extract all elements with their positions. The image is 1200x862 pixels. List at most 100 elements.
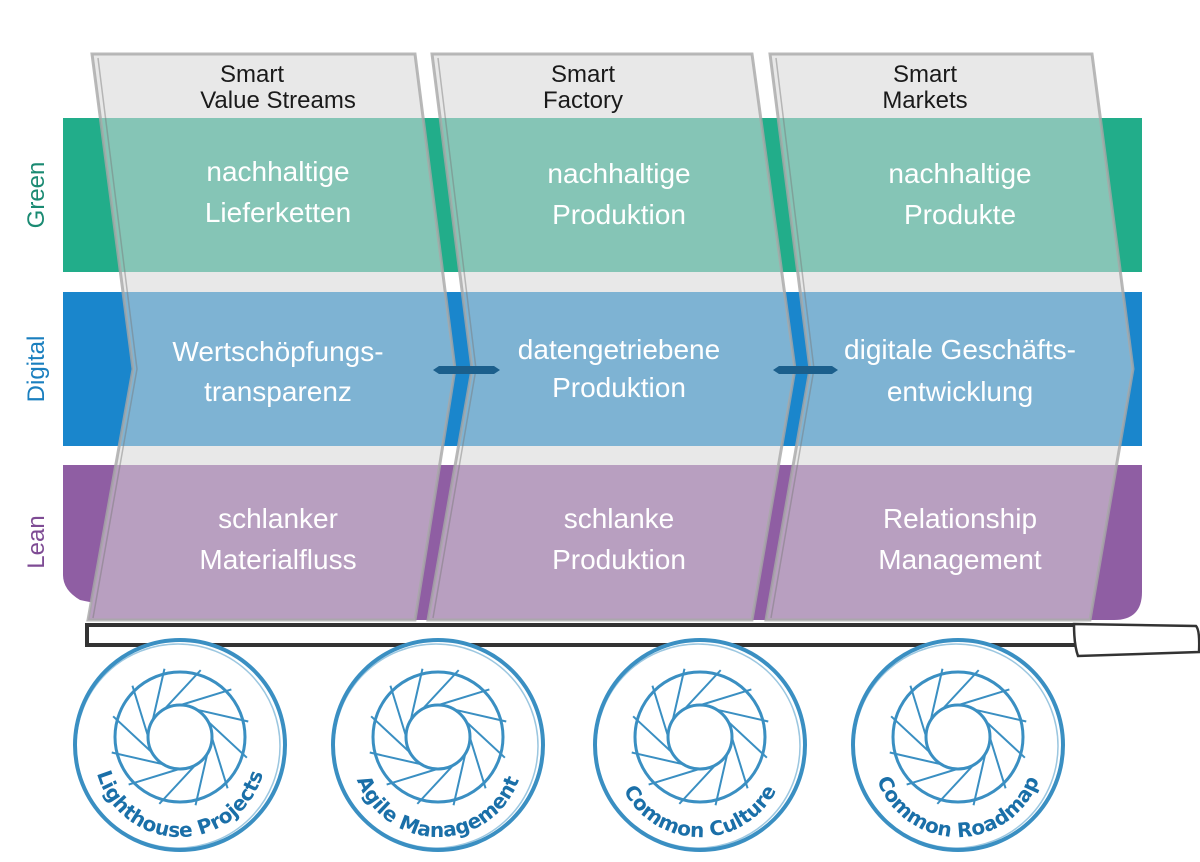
- wheel-1: Lighthouse Projects: [73, 638, 287, 852]
- wheel-spoke: [369, 751, 422, 766]
- wheel-spoke: [370, 715, 411, 754]
- cell-green-1: nachhaltige: [206, 156, 349, 187]
- cell-lean-3: Relationship: [883, 503, 1037, 534]
- column-header-markets-line2: Markets: [882, 87, 967, 114]
- wheel-spoke: [985, 720, 1026, 759]
- wheel-spoke: [936, 764, 975, 805]
- panel-band-tint: [88, 465, 455, 620]
- wheel-spoke: [731, 737, 749, 789]
- wheel-hub: [146, 703, 214, 771]
- wheel-spoke: [671, 668, 686, 721]
- wheel-spoke: [196, 708, 249, 723]
- panel-band-tint: [766, 272, 1133, 292]
- column-header-markets: Smart: [893, 61, 957, 88]
- wheel-spoke: [929, 668, 944, 721]
- cell-texts: nachhaltige Lieferketten nachhaltige Pro…: [172, 156, 1076, 575]
- column-headers: Smart Value Streams Smart Factory Smart …: [200, 61, 967, 114]
- cell-lean-1: schlanker: [218, 503, 338, 534]
- column-header-value-streams-line2: Value Streams: [200, 87, 356, 114]
- wheel-spoke: [631, 751, 684, 766]
- cell-lean-2-line2: Produktion: [552, 544, 686, 575]
- cell-lean-2: schlanke: [564, 503, 675, 534]
- column-header-factory-line2: Factory: [543, 87, 623, 114]
- column-panel-fill-3: [766, 54, 1133, 620]
- cell-digital-1: Wertschöpfungs-: [172, 336, 383, 367]
- row-label-green: Green: [23, 162, 50, 229]
- wheel-spoke: [386, 768, 438, 786]
- wheel-spoke: [131, 685, 149, 737]
- wheel-tire-sketch: [75, 643, 281, 849]
- panel-band-tint: [428, 118, 795, 272]
- wheel-spoke: [112, 715, 153, 754]
- wheel-spoke: [890, 715, 931, 754]
- wheel-spoke: [452, 753, 467, 806]
- wheel-hub: [924, 703, 992, 771]
- wheel-tire-sketch: [333, 643, 539, 849]
- wheel-spoke: [389, 685, 407, 737]
- wheel-spoke: [716, 708, 769, 723]
- wheel-spoke: [941, 669, 980, 710]
- row-label-digital: Digital: [23, 336, 50, 403]
- wheel-tire-sketch: [853, 643, 1059, 849]
- cell-digital-3-line2: entwicklung: [887, 376, 1033, 407]
- wheel-spoke: [651, 685, 669, 737]
- wheel-spoke: [469, 737, 487, 789]
- wheel-spoke: [974, 708, 1027, 723]
- wheel-spoke: [211, 737, 229, 789]
- panel-band-tint: [428, 272, 795, 292]
- panel-band-tint: [428, 54, 795, 118]
- cell-digital-2-line2: Produktion: [552, 372, 686, 403]
- column-panel-fill-1: [88, 54, 455, 620]
- wheel-spoke: [989, 737, 1007, 789]
- wheel-spoke: [909, 685, 927, 737]
- wheel-spoke: [194, 753, 209, 806]
- panel-band-tint: [88, 446, 455, 465]
- wagon-chassis: [85, 622, 1200, 658]
- chassis-bar: [85, 623, 1079, 647]
- wheel-spoke: [207, 720, 248, 759]
- wheel-4: Common Roadmap: [851, 638, 1065, 852]
- row-labels: Green Digital Lean: [23, 162, 50, 569]
- column-panel-fill-2: [428, 54, 795, 620]
- digital-connectors: [433, 366, 838, 374]
- wheel-spoke: [465, 720, 506, 759]
- wheel-spoke: [714, 753, 729, 806]
- wheel-spoke: [158, 764, 197, 805]
- wheel-rim: [633, 670, 767, 804]
- wheel-hub: [404, 703, 472, 771]
- cell-digital-1-line2: transparenz: [204, 376, 352, 407]
- wagon-hitch: [1072, 622, 1200, 658]
- wheel-spoke: [678, 764, 717, 805]
- panel-band-tint: [766, 465, 1133, 620]
- column-header-value-streams: Smart: [220, 61, 284, 88]
- wheel-spoke: [683, 669, 722, 710]
- wheel-spoke: [180, 688, 232, 706]
- cell-green-2: nachhaltige: [547, 158, 690, 189]
- wheel-spoke: [128, 768, 180, 786]
- wheel-spoke: [454, 708, 507, 723]
- wheel-2: Agile Management: [331, 638, 545, 852]
- wheel-spoke: [151, 668, 166, 721]
- wheel-rim: [891, 670, 1025, 804]
- wheel-hub: [666, 703, 734, 771]
- wheel-spoke: [163, 669, 202, 710]
- panel-band-tint: [766, 118, 1133, 272]
- wheel-3: Common Culture: [593, 638, 807, 852]
- wheel-spoke: [958, 688, 1010, 706]
- wheel-spoke: [438, 688, 490, 706]
- wheel-spoke: [906, 768, 958, 786]
- wheel-spoke: [727, 720, 768, 759]
- cell-green-1-line2: Lieferketten: [205, 197, 351, 228]
- column-panel-1: [86, 52, 457, 622]
- panel-band-tint: [428, 465, 795, 620]
- column-panels: [86, 52, 1135, 622]
- panel-connector-2: [773, 366, 838, 374]
- wheel-spoke: [648, 768, 700, 786]
- column-header-factory: Smart: [551, 61, 615, 88]
- panel-band-tint: [88, 272, 455, 292]
- panel-connector-1: [433, 366, 500, 374]
- cell-green-3-line2: Produkte: [904, 199, 1016, 230]
- cell-digital-3: digitale Geschäfts-: [844, 334, 1076, 365]
